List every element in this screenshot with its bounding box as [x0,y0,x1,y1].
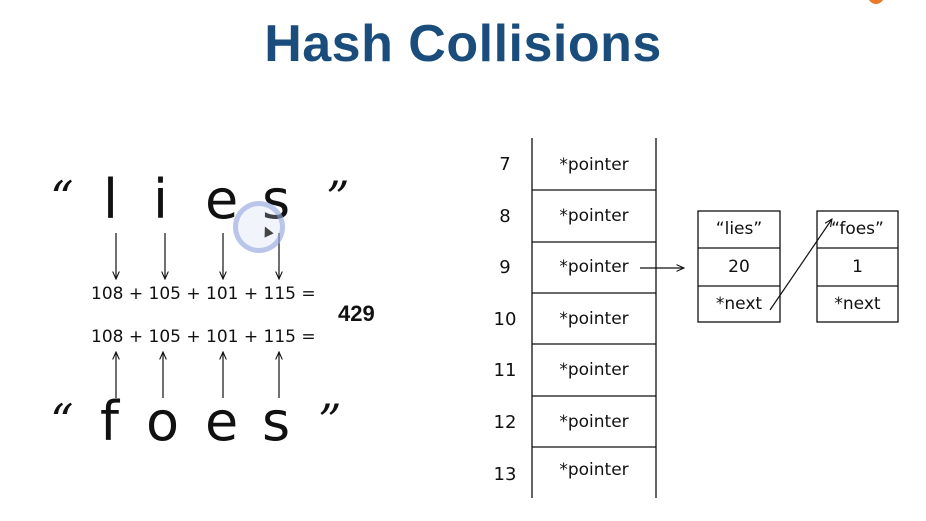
lies-letter-l: l [103,168,119,231]
bucket-index-13: 13 [493,464,517,485]
node-foes-next: *next [834,294,881,314]
bucket-index-9: 9 [499,257,511,278]
node-lies-key: “lies” [715,219,763,239]
lies-open-quote: “ [50,171,74,225]
node-lies-box [697,210,781,323]
bucket-index-12: 12 [493,412,517,433]
sum-foes: 108 + 105 + 101 + 115 = [91,327,316,347]
node-foes-box [816,210,899,323]
foes-letter-s: s [262,390,291,453]
lies-letter-i: i [153,168,169,231]
bucket-index-8: 8 [499,206,511,227]
hash-table [531,138,657,498]
foes-letter-f: f [100,390,120,453]
bucket-index-7: 7 [499,154,511,175]
foes-open-quote: “ [50,394,74,448]
hash-total: 429 [338,301,375,326]
cursor-highlight [233,201,285,253]
arrow-next-to-foes [769,219,832,311]
node-lies-next: *next [715,294,763,314]
corner-accent [868,0,884,4]
sum-lies: 108 + 105 + 101 + 115 = [91,284,316,304]
node-foes-key: “foes” [831,219,884,239]
bucket-cell-8: *pointer [559,206,629,226]
bucket-index-10: 10 [493,309,517,330]
node-lies-value: 20 [728,257,750,277]
bucket-index-11: 11 [493,360,517,381]
foes-letter-o: o [146,390,180,453]
page-title: Hash Collisions [264,15,662,73]
bucket-cell-9: *pointer [559,257,629,277]
node-foes-value: 1 [852,257,863,277]
lies-close-quote: ” [326,171,350,225]
foes-letter-e: e [205,390,239,453]
bucket-cell-10: *pointer [559,309,629,329]
bucket-cell-7: *pointer [559,155,629,175]
lies-letter-e: e [205,168,239,231]
foes-close-quote: ” [318,394,342,448]
bucket-cell-11: *pointer [559,360,629,380]
bucket-cell-12: *pointer [559,412,629,432]
bucket-cell-13: *pointer [559,460,629,480]
